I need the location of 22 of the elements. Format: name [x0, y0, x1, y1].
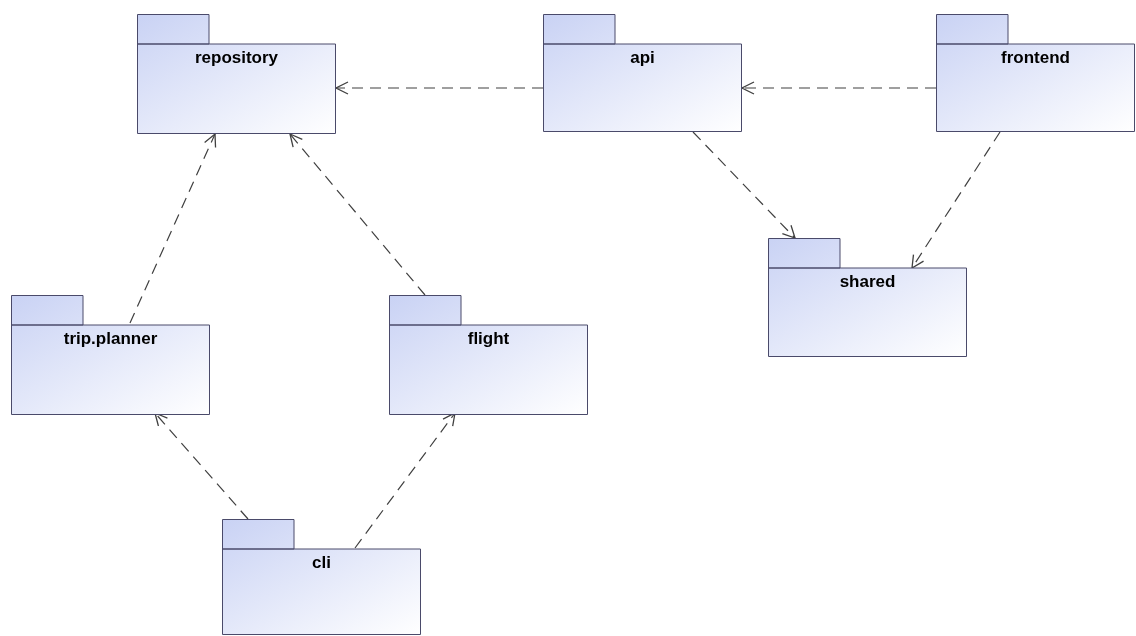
package-shape — [137, 14, 336, 134]
package-shape — [389, 295, 588, 415]
dependency-arrow — [911, 131, 1001, 269]
dependency-arrow — [335, 81, 544, 95]
dependency-arrow — [154, 412, 249, 520]
dependency-arrow — [741, 81, 937, 95]
package-name: frontend — [1000, 48, 1071, 68]
package-name: shared — [838, 272, 897, 292]
package-shape — [222, 519, 421, 635]
dependency-arrow — [354, 412, 456, 549]
package-name: flight — [466, 329, 511, 349]
package-shape — [768, 238, 967, 357]
dependency-arrow — [692, 131, 796, 239]
package-shape — [11, 295, 210, 415]
package-shape — [543, 14, 742, 132]
package-name: trip.planner — [62, 329, 159, 349]
package-shape — [936, 14, 1135, 132]
dependency-arrow — [129, 133, 217, 324]
dependency-arrow — [289, 133, 426, 296]
package-name: repository — [193, 48, 280, 68]
package-name: api — [629, 48, 656, 68]
package-name: cli — [311, 553, 332, 573]
